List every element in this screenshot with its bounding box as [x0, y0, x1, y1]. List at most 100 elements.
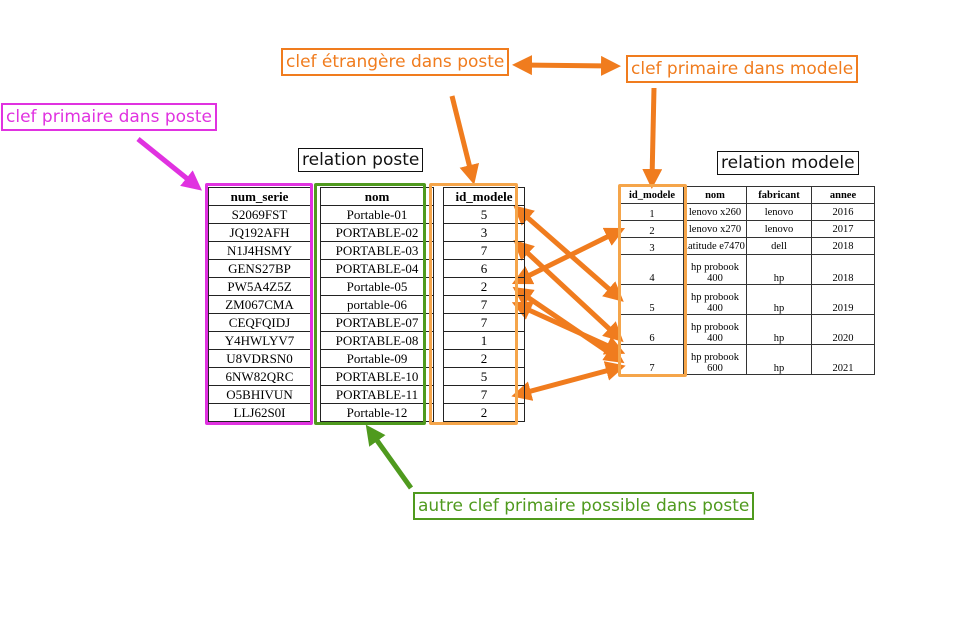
arrow-fk-to-id-modele — [449, 95, 480, 185]
cell-num-serie: ZM067CMA — [208, 295, 311, 314]
cell-id-modele: 3 — [620, 237, 684, 255]
arrow-fk-pk-link — [512, 55, 621, 76]
cell-num-serie: CEQFQIDJ — [208, 313, 311, 332]
cell-nom: portable-06 — [320, 295, 434, 314]
cell-annee: 2019 — [811, 284, 875, 315]
header-nom: nom — [320, 187, 434, 206]
table-row: CEQFQIDJ PORTABLE-07 7 — [208, 313, 525, 332]
cell-nom: hp probook 400 — [683, 284, 747, 315]
callout-foreign-key-poste: clef étrangère dans poste — [281, 48, 510, 76]
header-fabricant: fabricant — [746, 186, 812, 204]
header-num-serie: num_serie — [208, 187, 311, 206]
cell-num-serie: PW5A4Z5Z — [208, 277, 311, 296]
relation-modele-title: relation modele — [717, 151, 859, 175]
cell-id-modele: 7 — [443, 385, 525, 404]
arrow-link-row-6 — [511, 361, 626, 401]
cell-num-serie: O5BHIVUN — [208, 385, 311, 404]
cell-id-modele: 3 — [443, 223, 525, 242]
cell-nom: PORTABLE-07 — [320, 313, 434, 332]
cell-nom: hp probook 400 — [683, 254, 747, 285]
cell-id-modele: 5 — [620, 284, 684, 315]
cell-fabricant: dell — [746, 237, 812, 255]
cell-id-modele: 5 — [443, 367, 525, 386]
cell-nom: Portable-09 — [320, 349, 434, 368]
cell-nom: PORTABLE-02 — [320, 223, 434, 242]
cell-nom: PORTABLE-04 — [320, 259, 434, 278]
table-header-row: id_modele nom fabricant annee — [620, 186, 875, 204]
cell-nom: latitude e7470 — [683, 237, 747, 255]
cell-id-modele: 1 — [620, 203, 684, 221]
header-id-modele: id_modele — [443, 187, 525, 206]
cell-annee: 2016 — [811, 203, 875, 221]
cell-annee: 2020 — [811, 314, 875, 345]
cell-id-modele: 4 — [620, 254, 684, 285]
cell-id-modele: 2 — [443, 403, 525, 422]
cell-annee: 2017 — [811, 220, 875, 238]
cell-id-modele: 2 — [443, 349, 525, 368]
table-row: N1J4HSMY PORTABLE-03 7 — [208, 241, 525, 260]
cell-id-modele: 7 — [620, 344, 684, 375]
cell-id-modele: 7 — [443, 313, 525, 332]
cell-annee: 2018 — [811, 237, 875, 255]
cell-id-modele: 6 — [620, 314, 684, 345]
cell-num-serie: N1J4HSMY — [208, 241, 311, 260]
cell-fabricant: lenovo — [746, 220, 812, 238]
cell-nom: hp probook 400 — [683, 314, 747, 345]
cell-annee: 2021 — [811, 344, 875, 375]
table-header-row: num_serie nom id_modele — [208, 187, 525, 206]
cell-id-modele: 2 — [620, 220, 684, 238]
cell-num-serie: Y4HWLYV7 — [208, 331, 311, 350]
cell-nom: lenovo x260 — [683, 203, 747, 221]
cell-nom: PORTABLE-08 — [320, 331, 434, 350]
cell-id-modele: 7 — [443, 295, 525, 314]
table-row: U8VDRSN0 Portable-09 2 — [208, 349, 525, 368]
cell-fabricant: hp — [746, 254, 812, 285]
cell-fabricant: hp — [746, 284, 812, 315]
table-row: 6NW82QRC PORTABLE-10 5 — [208, 367, 525, 386]
arrow-link-row-3 — [511, 227, 626, 285]
cell-id-modele: 5 — [443, 205, 525, 224]
header-id-modele: id_modele — [620, 186, 684, 204]
arrow-pk-poste — [136, 137, 203, 191]
cell-fabricant: hp — [746, 344, 812, 375]
cell-nom: Portable-12 — [320, 403, 434, 422]
cell-nom: Portable-05 — [320, 277, 434, 296]
cell-id-modele: 7 — [443, 241, 525, 260]
cell-id-modele: 2 — [443, 277, 525, 296]
cell-nom: PORTABLE-03 — [320, 241, 434, 260]
cell-annee: 2018 — [811, 254, 875, 285]
table-row: GENS27BP PORTABLE-04 6 — [208, 259, 525, 278]
table-row: PW5A4Z5Z Portable-05 2 — [208, 277, 525, 296]
table-row: LLJ62S0I Portable-12 2 — [208, 403, 525, 422]
cell-num-serie: GENS27BP — [208, 259, 311, 278]
cell-nom: PORTABLE-10 — [320, 367, 434, 386]
callout-primary-key-modele: clef primaire dans modele — [626, 55, 859, 83]
header-annee: annee — [811, 186, 875, 204]
callout-primary-key-poste: clef primaire dans poste — [1, 103, 218, 131]
relation-poste-title: relation poste — [298, 148, 424, 172]
cell-fabricant: lenovo — [746, 203, 812, 221]
arrow-alt-key — [365, 424, 414, 490]
cell-num-serie: 6NW82QRC — [208, 367, 311, 386]
arrow-pk-modele — [642, 87, 663, 189]
cell-nom: hp probook 600 — [683, 344, 747, 375]
cell-num-serie: U8VDRSN0 — [208, 349, 311, 368]
cell-num-serie: LLJ62S0I — [208, 403, 311, 422]
cell-num-serie: S2069FST — [208, 205, 311, 224]
cell-fabricant: hp — [746, 314, 812, 345]
callout-alternate-key-poste: autre clef primaire possible dans poste — [413, 492, 755, 520]
cell-id-modele: 6 — [443, 259, 525, 278]
